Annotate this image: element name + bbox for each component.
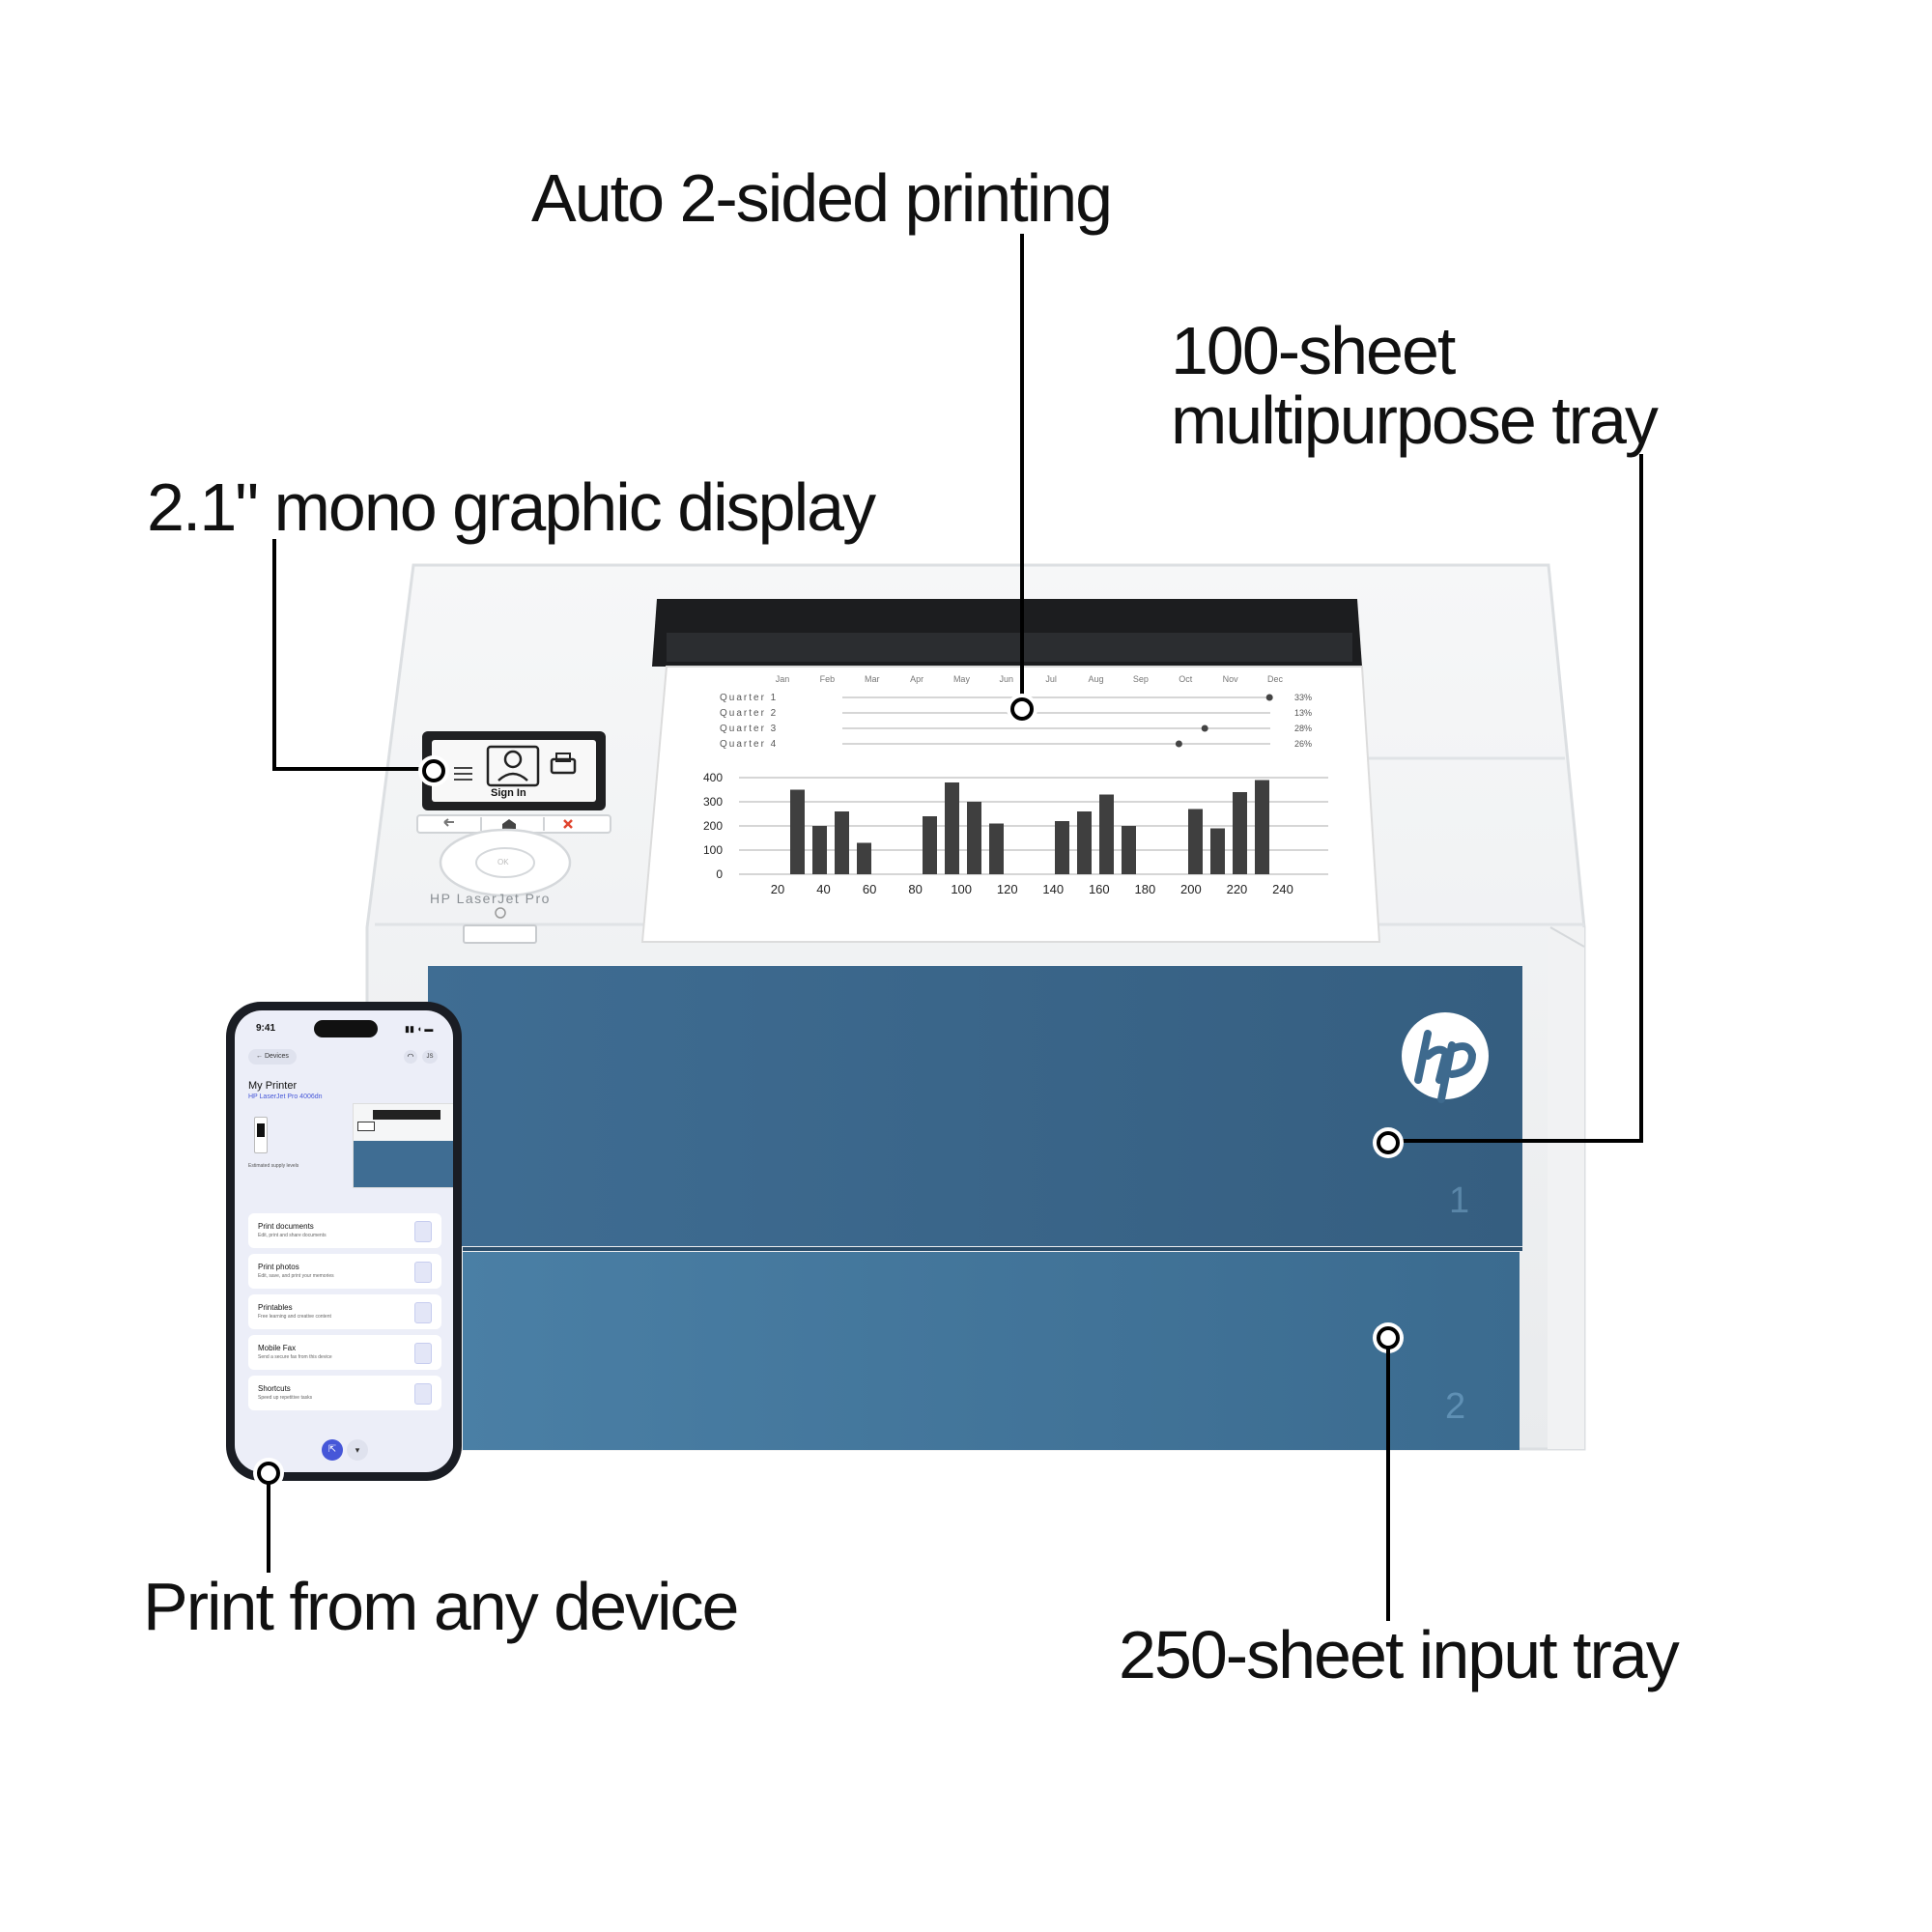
printer-thumbnail [353, 1103, 453, 1188]
display-leader-horizontal [272, 767, 427, 771]
printer-model: HP LaserJet Pro 4006dn [248, 1094, 323, 1100]
smartphone: 9:41 ▮▮ ◖ ▬ ← Devices ◠ JS My Printer HP… [226, 1002, 462, 1481]
tray-2 [462, 1252, 1520, 1450]
callout-display: 2.1" mono graphic display [147, 469, 876, 545]
phone-menu-item-icon [414, 1343, 432, 1364]
callout-mp-tray-line1: 100-sheet [1171, 313, 1456, 388]
phone-menu-item-subtitle: Edit, print and share documents [258, 1233, 327, 1238]
phone-menu-item-title: Printables [258, 1303, 293, 1312]
phone-menu-item-subtitle: Send a secure fax from this device [258, 1354, 332, 1360]
phone-menu-item-icon [414, 1302, 432, 1323]
phone-menu-item-title: Print photos [258, 1263, 299, 1271]
hp-logo-icon [1402, 1012, 1489, 1103]
signal-icon: ▮▮ ◖ ▬ [405, 1024, 434, 1034]
phone-menu-item-title: Shortcuts [258, 1384, 291, 1393]
toner-icon [254, 1117, 268, 1153]
phone-menu-item-title: Print documents [258, 1222, 314, 1231]
display-leader-vertical [272, 539, 276, 771]
tray-2-number: 2 [1445, 1386, 1466, 1427]
phone-menu-item-icon [414, 1221, 432, 1242]
callout-input-tray: 250-sheet input tray [1119, 1617, 1680, 1692]
duplex-pointer-dot [1010, 697, 1034, 721]
callout-duplex: Auto 2-sided printing [531, 160, 1113, 236]
display-sign-in-label: Sign In [491, 787, 526, 799]
phone-menu-item-subtitle: Edit, save, and print your memories [258, 1273, 334, 1279]
any-device-leader [267, 1481, 270, 1573]
back-arrow-icon: ← [256, 1053, 263, 1060]
printer-model-label: HP LaserJet Pro [430, 891, 551, 906]
mp-tray-pointer-dot [1377, 1131, 1400, 1154]
shop-tab-icon[interactable]: ▾ [347, 1439, 368, 1461]
tray-1-number: 1 [1449, 1180, 1470, 1221]
mp-tray-leader-vertical [1639, 454, 1643, 1143]
callout-any-device: Print from any device [143, 1569, 739, 1644]
duplex-leader [1020, 234, 1024, 697]
phone-menu-item-title: Mobile Fax [258, 1344, 297, 1352]
back-devices-label: Devices [264, 1053, 289, 1060]
home-tab-icon[interactable]: ⇱ [322, 1439, 343, 1461]
tray-1 [428, 966, 1522, 1246]
phone-menu-item-subtitle: Speed up repetitive tasks [258, 1395, 313, 1401]
printer-name: My Printer [248, 1080, 298, 1092]
dial-ok-label: OK [497, 858, 509, 867]
bell-icon[interactable]: ◠ [404, 1050, 417, 1064]
phone-status-time: 9:41 [256, 1023, 276, 1034]
printer-side-right [1548, 927, 1584, 1449]
callout-mp-tray-line2: multipurpose tray [1171, 383, 1659, 458]
phone-menu-item-icon [414, 1383, 432, 1405]
dynamic-island [314, 1020, 378, 1037]
bottom-nav: ⇱ ▾ [322, 1439, 370, 1461]
display-pointer-dot [422, 759, 445, 782]
avatar[interactable]: JS [422, 1050, 438, 1064]
back-devices-button[interactable]: ← Devices [248, 1049, 297, 1065]
phone-menu-item-subtitle: Free learning and creative content [258, 1314, 331, 1320]
phone-menu-item-icon [414, 1262, 432, 1283]
mp-tray-leader-horizontal [1391, 1139, 1643, 1143]
supply-levels-label: Estimated supply levels [248, 1163, 299, 1169]
phone-screen: 9:41 ▮▮ ◖ ▬ ← Devices ◠ JS My Printer HP… [235, 1010, 453, 1472]
input-tray-leader [1386, 1346, 1390, 1621]
